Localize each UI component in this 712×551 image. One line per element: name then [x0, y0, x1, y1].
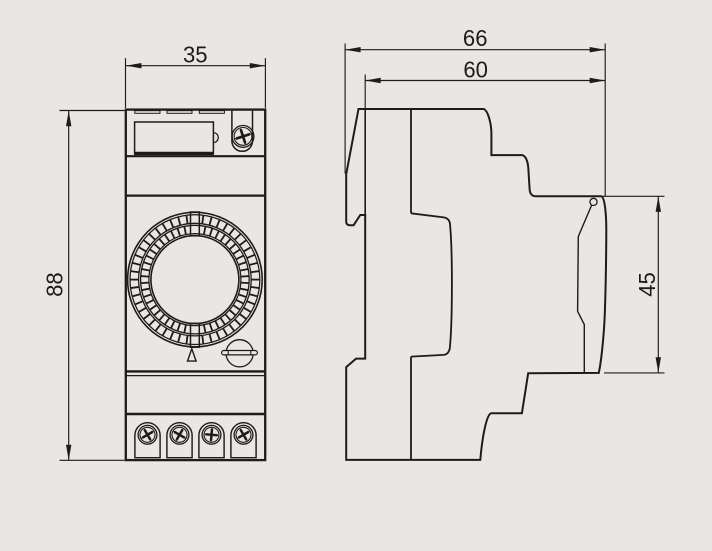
- svg-text:88: 88: [41, 272, 68, 297]
- svg-text:35: 35: [183, 41, 208, 68]
- svg-text:60: 60: [463, 56, 488, 83]
- svg-text:45: 45: [633, 272, 660, 297]
- svg-text:66: 66: [463, 24, 488, 51]
